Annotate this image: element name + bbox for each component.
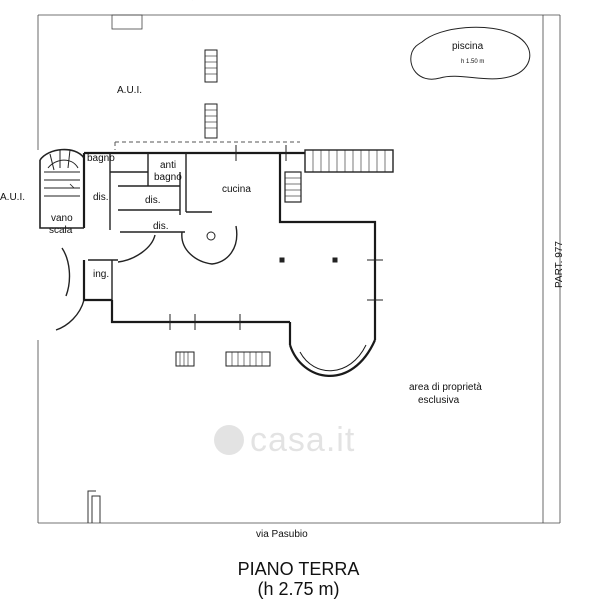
label-dis-2: dis.	[145, 195, 161, 206]
watermark: casa.it	[214, 418, 404, 462]
upper-stair-blocks	[204, 49, 218, 139]
label-street: via Pasubio	[256, 529, 308, 540]
watermark-text: casa.it	[250, 420, 356, 459]
label-piscina: piscina	[452, 41, 484, 52]
swimming-pool-outline	[410, 26, 531, 80]
label-anti: anti	[160, 160, 177, 171]
watermark-house-icon	[214, 425, 244, 455]
curved-hall-walls	[117, 225, 238, 265]
label-anti-bagno: bagno	[154, 172, 182, 183]
label-vano: vano	[51, 213, 73, 224]
label-pool-depth: h 1.50 m	[461, 59, 485, 65]
window-marks	[169, 145, 383, 330]
label-bagno: bagno	[87, 153, 115, 164]
label-aui-left: A.U.I.	[0, 192, 26, 203]
aui-dashed-boundary	[114, 141, 300, 150]
interior-partitions	[88, 153, 212, 300]
label-area-line2: esclusiva	[418, 395, 460, 406]
label-scala: scala	[49, 225, 73, 236]
property-boundary	[37, 14, 561, 524]
floor-height: (h 2.75 m)	[257, 579, 340, 599]
label-dis-1: dis.	[93, 192, 109, 203]
label-aui-top: A.U.I.	[117, 85, 143, 96]
gate-symbol	[87, 490, 101, 523]
garden-grilles	[175, 351, 271, 367]
label-ingresso: ing.	[93, 269, 110, 280]
label-area-line1: area di proprietà	[409, 382, 482, 393]
label-cucina: cucina	[222, 184, 251, 195]
label-parcel-number: PART. 977	[554, 241, 565, 288]
spiral-staircase	[39, 148, 85, 229]
entrance-curve	[55, 247, 85, 331]
label-dis-3: dis.	[153, 221, 169, 232]
floor-title: PIANO TERRA	[237, 559, 360, 579]
building-walls	[82, 151, 377, 377]
east-exterior-stair	[284, 149, 394, 203]
